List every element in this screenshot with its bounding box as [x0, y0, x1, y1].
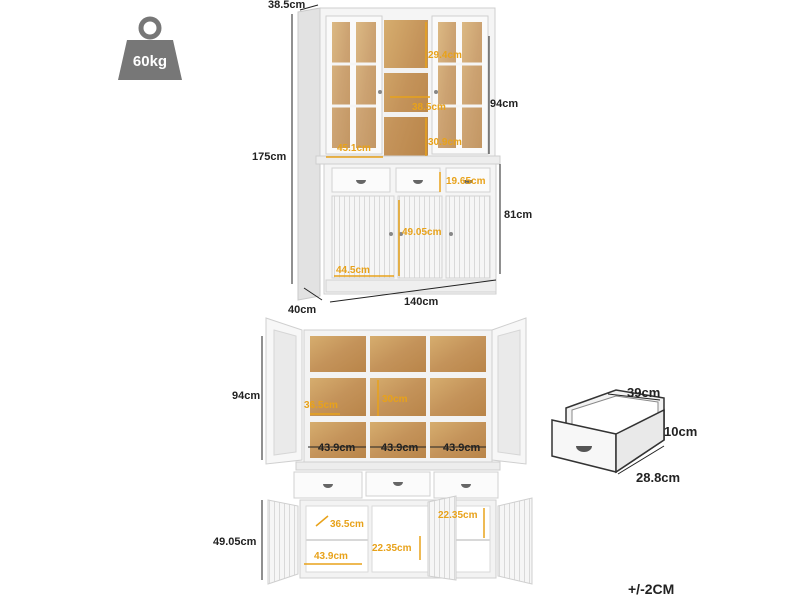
top-orange-lines — [326, 22, 441, 277]
dim-center-width: 38.5cm — [412, 102, 446, 113]
cabinet-closed — [297, 7, 501, 301]
open-orange-lines — [304, 380, 485, 565]
dim-base-depth-left: 36.5cm — [330, 519, 364, 530]
dim-col-2: 43.9cm — [381, 442, 419, 454]
dim-height-total: 175cm — [252, 151, 286, 163]
dim-col-3: 43.9cm — [443, 442, 481, 454]
dim-base-width: 43.9cm — [314, 551, 348, 562]
dim-shelf-left: 36.5cm — [304, 400, 338, 411]
dim-glass-width: 45.1cm — [337, 143, 371, 154]
drawer-illustration — [551, 389, 665, 474]
dim-base-door-width: 44.5cm — [336, 265, 370, 276]
dim-depth-top: 38.5cm — [268, 0, 306, 11]
dim-base-height-right: 22.35cm — [438, 510, 478, 521]
dim-height-hutch: 94cm — [490, 98, 518, 110]
dim-center-upper: 29.4cm — [428, 50, 462, 61]
tolerance-note: +/-2CM — [628, 581, 674, 597]
dim-open-base-height: 49.05cm — [213, 536, 257, 548]
drawer-dimension-lines — [607, 393, 665, 475]
dim-drawer-width: 39cm — [627, 385, 660, 400]
weight-label: 60kg — [133, 53, 167, 70]
dim-drawer-height: 19.65cm — [446, 176, 486, 187]
dim-depth-base: 40cm — [288, 304, 316, 316]
dim-center-lower: 30.9cm — [428, 137, 462, 148]
dim-base-center: 22.35cm — [372, 543, 412, 554]
dim-drawer-depth: 28.8cm — [636, 470, 680, 485]
top-dimension-lines — [291, 4, 501, 303]
dim-drawer-height: 10cm — [664, 424, 697, 439]
dim-height-base: 81cm — [504, 209, 532, 221]
dim-col-1: 43.9cm — [318, 442, 356, 454]
open-dimension-lines — [261, 336, 486, 580]
dim-width-total: 140cm — [404, 296, 438, 308]
cabinet-open — [265, 317, 533, 585]
dim-base-inner-height: 49.05cm — [402, 227, 442, 238]
dim-shelf-mid: 30cm — [382, 394, 408, 405]
weight-icon: 60kg — [118, 16, 182, 80]
dim-open-hutch-height: 94cm — [232, 390, 260, 402]
